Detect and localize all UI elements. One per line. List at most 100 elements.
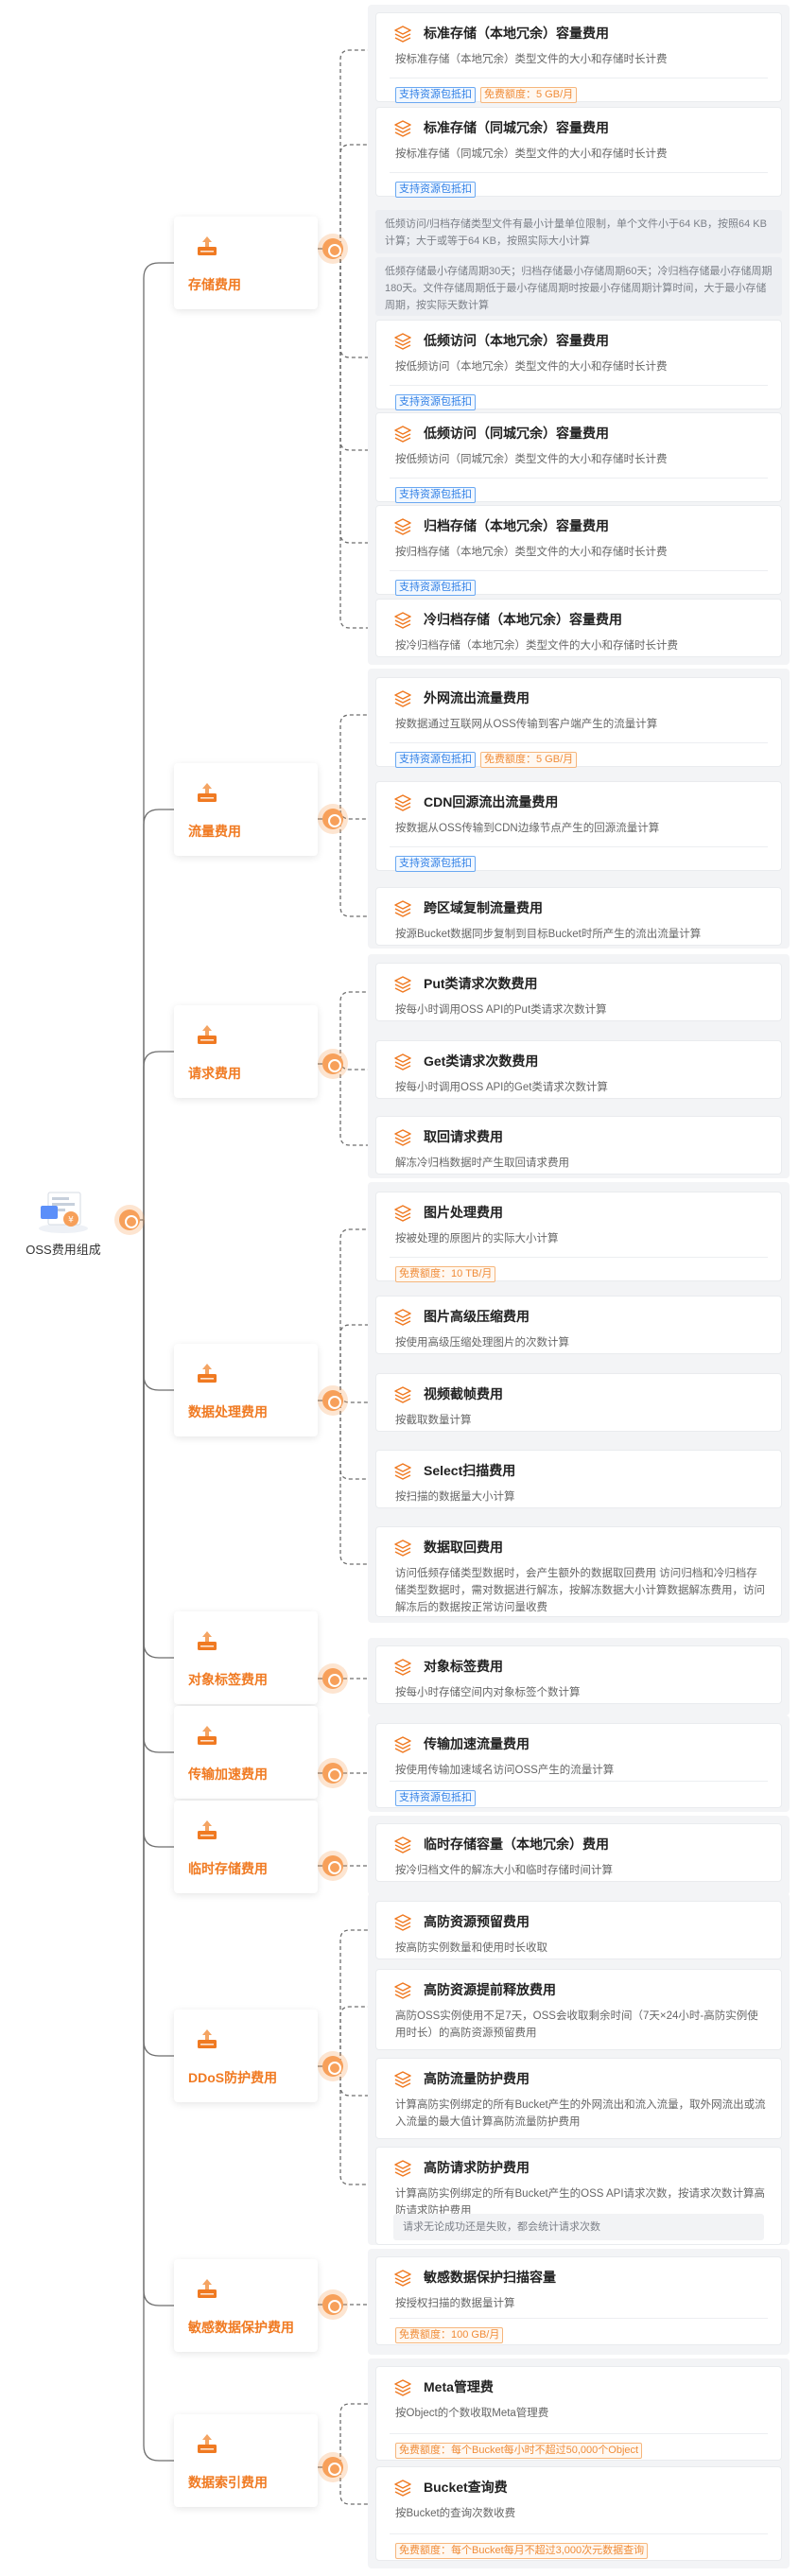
fee-item-description: 按每小时调用OSS API的Put类请求次数计算 — [395, 1004, 607, 1016]
fee-item-description: 按标准存储（同城冗余）类型文件的大小和存储时长计费 — [395, 148, 668, 160]
fee-item-title: 高防资源提前释放费用 — [424, 1982, 556, 1997]
fee-item-title: 高防流量防护费用 — [424, 2071, 530, 2086]
fee-item-card[interactable]: 标准存储（本地冗余）容量费用按标准存储（本地冗余）类型文件的大小和存储时长计费支… — [375, 12, 782, 103]
bill-illustration-icon: ¥ — [35, 1187, 92, 1234]
junction-dot — [322, 2457, 343, 2478]
resource-plan-badge: 支持资源包抵扣 — [395, 1790, 476, 1806]
layers-icon — [393, 1981, 412, 2000]
fee-item-card[interactable]: 敏感数据保护扫描容量按授权扫描的数据量计算免费额度：100 GB/月 — [375, 2256, 782, 2345]
fee-item-tags: 支持资源包抵扣免费额度：5 GB/月 — [395, 85, 582, 103]
fee-item-card[interactable]: 传输加速流量费用按使用传输加速域名访问OSS产生的流量计算支持资源包抵扣 — [375, 1723, 782, 1808]
resource-plan-badge: 支持资源包抵扣 — [395, 580, 476, 596]
category-label: 传输加速费用 — [188, 1767, 268, 1782]
fee-item-title: 对象标签费用 — [424, 1659, 503, 1674]
fee-item-description: 按每小时调用OSS API的Get类请求次数计算 — [395, 1082, 608, 1093]
fee-item-card[interactable]: 高防资源预留费用按高防实例数量和使用时长收取 — [375, 1901, 782, 1959]
fee-item-card[interactable]: 标准存储（同城冗余）容量费用按标准存储（同城冗余）类型文件的大小和存储时长计费支… — [375, 107, 782, 198]
category-label: 存储费用 — [188, 277, 241, 292]
divider — [390, 570, 768, 571]
resource-plan-badge: 支持资源包抵扣 — [395, 752, 476, 768]
fee-item-card[interactable]: 取回请求费用解冻冷归档数据时产生取回请求费用 — [375, 1116, 782, 1175]
fee-item-title: 传输加速流量费用 — [424, 1736, 530, 1751]
fee-item-tags: 免费额度：每个Bucket每小时不超过50,000个Object — [395, 2441, 647, 2459]
layers-icon — [393, 1204, 412, 1223]
category-request[interactable]: 请求费用 — [174, 1005, 318, 1098]
fee-category-icon — [195, 1723, 219, 1748]
fee-item-description: 按低频访问（同城冗余）类型文件的大小和存储时长计费 — [395, 454, 668, 465]
fee-item-card[interactable]: 高防请求防护费用计算高防实例绑定的所有Bucket产生的OSS API请求次数，… — [375, 2147, 782, 2245]
free-quota-badge: 免费额度：5 GB/月 — [480, 87, 578, 103]
category-temporary-storage[interactable]: 临时存储费用 — [174, 1801, 318, 1893]
fee-item-description: 按被处理的原图片的实际大小计算 — [395, 1233, 559, 1244]
category-connector — [143, 1220, 174, 1753]
fee-item-description: 解冻冷归档数据时产生取回请求费用 — [395, 1157, 569, 1169]
fee-item-title: Meta管理费 — [424, 2379, 494, 2394]
divider — [390, 1257, 768, 1258]
fee-item-description: 按数据通过互联网从OSS传输到客户端产生的流量计算 — [395, 719, 658, 730]
storage-note-min-period: 低频存储最小存储周期30天；归档存储最小存储周期60天；冷归档存储最小存储周期1… — [375, 257, 782, 316]
junction-dot — [322, 2294, 343, 2315]
category-data-processing[interactable]: 数据处理费用 — [174, 1344, 318, 1436]
layers-icon — [393, 1385, 412, 1404]
fee-item-card[interactable]: 低频访问（本地冗余）容量费用按低频访问（本地冗余）类型文件的大小和存储时长计费支… — [375, 320, 782, 410]
fee-item-description: 按Object的个数收取Meta管理费 — [395, 2408, 549, 2419]
divider — [390, 2433, 768, 2434]
fee-item-card[interactable]: 高防流量防护费用计算高防实例绑定的所有Bucket产生的外网流出和流入流量，取外… — [375, 2058, 782, 2139]
divider — [390, 478, 768, 479]
category-data-indexing[interactable]: 数据索引费用 — [174, 2414, 318, 2507]
divider — [390, 172, 768, 173]
fee-item-card[interactable]: 低频访问（同城冗余）容量费用按低频访问（同城冗余）类型文件的大小和存储时长计费支… — [375, 412, 782, 503]
category-sensitive-data-protection[interactable]: 敏感数据保护费用 — [174, 2259, 318, 2352]
fee-item-card[interactable]: Get类请求次数费用按每小时调用OSS API的Get类请求次数计算 — [375, 1040, 782, 1099]
fee-item-tags: 免费额度：100 GB/月 — [395, 2325, 508, 2343]
fee-item-title: 视频截帧费用 — [424, 1386, 503, 1401]
junction-dot — [322, 1390, 343, 1411]
fee-item-tags: 免费额度：每个Bucket每月不超过3,000次元数据查询 — [395, 2541, 652, 2559]
category-connector — [143, 1220, 174, 2306]
fee-item-description: 按标准存储（本地冗余）类型文件的大小和存储时长计费 — [395, 54, 668, 65]
fee-item-card[interactable]: 视频截帧费用按截取数量计算 — [375, 1373, 782, 1432]
fee-item-description: 访问低频存储类型数据时，会产生额外的数据取回费用 访问归档和冷归档存储类型数据时… — [395, 1568, 765, 1613]
category-connector — [143, 1220, 174, 1391]
category-object-tagging[interactable]: 对象标签费用 — [174, 1611, 318, 1704]
category-traffic[interactable]: 流量费用 — [174, 763, 318, 856]
free-quota-badge: 免费额度：每个Bucket每月不超过3,000次元数据查询 — [395, 2543, 649, 2559]
fee-item-card[interactable]: 图片高级压缩费用按使用高级压缩处理图片的次数计算 — [375, 1296, 782, 1354]
fee-item-card[interactable]: 图片处理费用按被处理的原图片的实际大小计算免费额度：10 TB/月 — [375, 1192, 782, 1282]
fee-item-card[interactable]: Select扫描费用按扫描的数据量大小计算 — [375, 1450, 782, 1508]
junction-dot — [322, 1053, 343, 1074]
layers-icon — [393, 2479, 412, 2498]
category-transfer-acceleration[interactable]: 传输加速费用 — [174, 1706, 318, 1799]
fee-item-tags: 支持资源包抵扣 — [395, 180, 480, 198]
layers-icon — [393, 25, 412, 44]
layers-icon — [393, 425, 412, 444]
fee-item-card[interactable]: Meta管理费按Object的个数收取Meta管理费免费额度：每个Bucket每… — [375, 2366, 782, 2461]
resource-plan-badge: 支持资源包抵扣 — [395, 182, 476, 198]
junction-dot — [322, 238, 343, 259]
fee-item-card[interactable]: 外网流出流量费用按数据通过互联网从OSS传输到客户端产生的流量计算支持资源包抵扣… — [375, 677, 782, 768]
category-storage[interactable]: 存储费用 — [174, 217, 318, 309]
fee-item-card[interactable]: 跨区域复制流量费用按源Bucket数据同步复制到目标Bucket时所产生的流出流… — [375, 887, 782, 946]
divider — [390, 2318, 768, 2319]
layers-icon — [393, 1462, 412, 1481]
fee-item-title: 临时存储容量（本地冗余）费用 — [424, 1836, 609, 1852]
fee-item-card[interactable]: 临时存储容量（本地冗余）费用按冷归档文件的解冻大小和临时存储时间计算 — [375, 1823, 782, 1882]
category-ddos-protection[interactable]: DDoS防护费用 — [174, 2010, 318, 2102]
fee-item-card[interactable]: 对象标签费用按每小时存储空间内对象标签个数计算 — [375, 1645, 782, 1704]
junction-dot — [322, 1855, 343, 1876]
fee-item-title: 跨区域复制流量费用 — [424, 900, 543, 915]
fee-item-title: Select扫描费用 — [424, 1463, 516, 1478]
fee-item-card[interactable]: CDN回源流出流量费用按数据从OSS传输到CDN边缘节点产生的回源流量计算支持资… — [375, 781, 782, 872]
fee-item-card[interactable]: 归档存储（本地冗余）容量费用按归档存储（本地冗余）类型文件的大小和存储时长计费支… — [375, 505, 782, 596]
fee-item-card[interactable]: 高防资源提前释放费用高防OSS实例使用不足7天，OSS会收取剩余时间（7天×24… — [375, 1969, 782, 2050]
fee-item-card[interactable]: 冷归档存储（本地冗余）容量费用按冷归档存储（本地冗余）类型文件的大小和存储时长计… — [375, 599, 782, 657]
category-label: 数据索引费用 — [188, 2475, 268, 2490]
fee-item-card[interactable]: 数据取回费用访问低频存储类型数据时，会产生额外的数据取回费用 访问归档和冷归档存… — [375, 1526, 782, 1617]
fee-item-title: 敏感数据保护扫描容量 — [424, 2270, 556, 2285]
fee-item-card[interactable]: Bucket查询费按Bucket的查询次数收费免费额度：每个Bucket每月不超… — [375, 2466, 782, 2561]
fee-category-icon — [195, 2431, 219, 2456]
layers-icon — [393, 517, 412, 536]
fee-item-card[interactable]: Put类请求次数费用按每小时调用OSS API的Put类请求次数计算 — [375, 963, 782, 1021]
fee-category-icon — [195, 1022, 219, 1047]
junction-dot — [322, 1668, 343, 1689]
